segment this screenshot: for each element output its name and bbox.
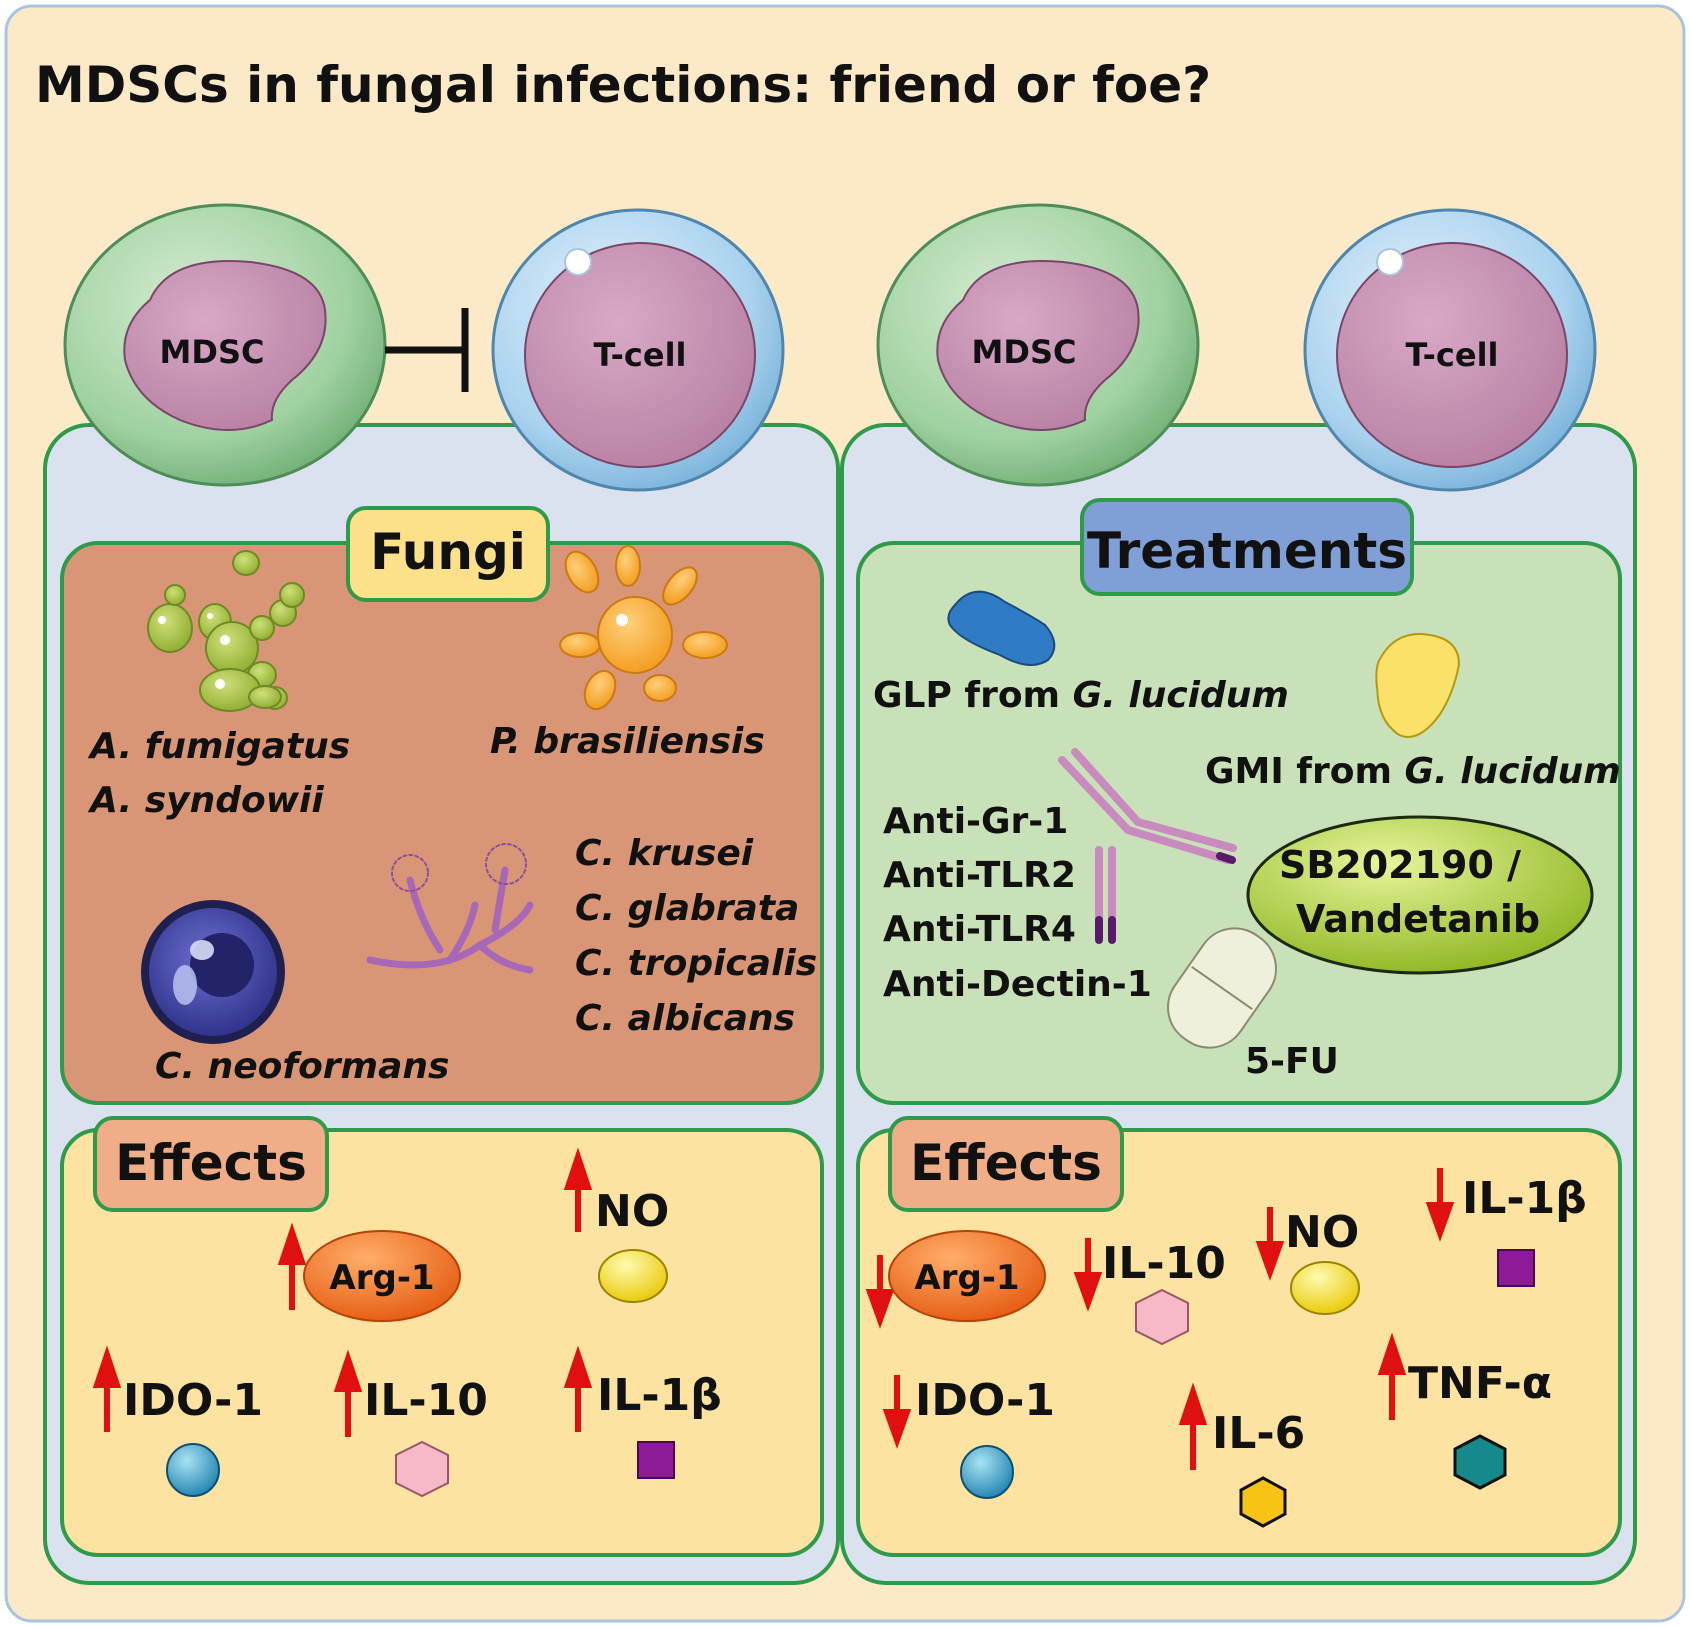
- fungus-a-syndowii: A. syndowii: [87, 780, 324, 821]
- left-il1b-label: IL-1β: [597, 1370, 722, 1421]
- left-il10-label: IL-10: [364, 1375, 488, 1426]
- right-ido1-shape: [960, 1445, 1014, 1499]
- fungus-c-albicans: C. albicans: [575, 998, 795, 1039]
- figure-title: MDSCs in fungal infections: friend or fo…: [35, 56, 1211, 114]
- left-panel: Fungi A. fumigatus A. syndowii: [43, 203, 840, 1585]
- right-no-shape: [1290, 1261, 1360, 1315]
- right-il6-label: IL-6: [1212, 1408, 1305, 1459]
- right-il10-label: IL-10: [1102, 1238, 1226, 1289]
- right-il1b-down-arrow: [1425, 1168, 1455, 1242]
- left-mdsc-label: MDSC: [160, 333, 265, 371]
- left-ido1-shape: [166, 1443, 220, 1497]
- cryptococcus-icon: [141, 900, 285, 1044]
- right-no-label: NO: [1285, 1207, 1359, 1258]
- left-effects-box: [60, 1128, 824, 1557]
- treatment-sb202190: SB202190 /: [1279, 843, 1521, 887]
- left-inhibition-symbol: [385, 308, 469, 392]
- fungi-title: Fungi: [370, 523, 526, 581]
- aspergillus-icon: [147, 550, 305, 712]
- left-no-up-arrow: [563, 1147, 593, 1232]
- right-no-down-arrow: [1255, 1207, 1285, 1281]
- candida-hyphae-icon: [366, 843, 534, 974]
- left-mdsc-cell: MDSC: [63, 203, 387, 487]
- left-il10-shape: [395, 1440, 449, 1498]
- left-ido1-up-arrow: [92, 1345, 122, 1432]
- left-arg1-label: Arg-1: [329, 1258, 434, 1298]
- fungus-c-neoformans: C. neoformans: [155, 1046, 449, 1087]
- fungus-p-brasiliensis: P. brasiliensis: [490, 721, 765, 762]
- treatment-anti-gr1: Anti-Gr-1: [883, 801, 1068, 842]
- right-effects-tab: [888, 1116, 1124, 1212]
- right-mdsc-label: MDSC: [972, 333, 1077, 371]
- left-il1b-up-arrow: [563, 1345, 593, 1432]
- glp-bean-icon: [947, 590, 1056, 666]
- treatment-anti-tlr4: Anti-TLR4: [883, 909, 1076, 950]
- treatment-anti-tlr2: Anti-TLR2: [883, 855, 1076, 896]
- treatments-tab: [1080, 498, 1414, 596]
- right-effects-title: Effects: [910, 1134, 1102, 1192]
- left-effects-title: Effects: [115, 1134, 307, 1192]
- treatment-anti-dectin1: Anti-Dectin-1: [883, 964, 1152, 1005]
- paracoccidioides-icon: [559, 545, 728, 711]
- left-il1b-shape: [637, 1441, 675, 1479]
- left-tcell-label: T-cell: [593, 336, 686, 374]
- pill-icon: [1167, 927, 1277, 1049]
- right-panel: Treatments GLP from G. lucidum GMI from …: [840, 203, 1637, 1585]
- fungus-c-krusei: C. krusei: [575, 833, 754, 874]
- gmi-bean-icon: [1375, 633, 1460, 738]
- right-il6-shape: [1239, 1476, 1287, 1528]
- left-effects-tab: [93, 1116, 329, 1212]
- right-arg1-shape: [888, 1230, 1046, 1322]
- right-il1b-shape: [1497, 1249, 1535, 1287]
- right-tcell: T-cell: [1303, 208, 1597, 492]
- left-no-shape: [598, 1249, 668, 1303]
- left-arg1-up-arrow: [277, 1222, 307, 1310]
- left-il10-up-arrow: [333, 1349, 363, 1437]
- antibody-icon: [1058, 748, 1237, 944]
- left-no-label: NO: [595, 1186, 669, 1237]
- left-ido1-label: IDO-1: [123, 1375, 263, 1426]
- treatment-glp: GLP from G. lucidum: [873, 675, 1289, 716]
- fungi-tab: [346, 506, 550, 602]
- sb-vandetanib-shape: [1246, 815, 1594, 975]
- right-il1b-label: IL-1β: [1462, 1173, 1587, 1224]
- right-tnfa-up-arrow: [1377, 1332, 1407, 1420]
- right-tcell-label: T-cell: [1405, 336, 1498, 374]
- right-tnfa-shape: [1453, 1434, 1507, 1490]
- right-tnfa-label: TNF-α: [1408, 1358, 1552, 1409]
- right-il6-up-arrow: [1178, 1382, 1208, 1470]
- left-arg1-shape: [303, 1230, 461, 1322]
- right-arg1-down-arrow: [865, 1255, 895, 1329]
- fungus-a-fumigatus: A. fumigatus: [87, 726, 350, 767]
- fungus-c-glabrata: C. glabrata: [575, 888, 799, 929]
- right-effects-box: [856, 1128, 1622, 1557]
- treatment-5fu: 5-FU: [1245, 1041, 1339, 1082]
- right-ido1-down-arrow: [882, 1375, 912, 1449]
- right-ido1-label: IDO-1: [915, 1375, 1055, 1426]
- left-tcell: T-cell: [491, 208, 785, 492]
- right-il10-down-arrow: [1073, 1238, 1103, 1312]
- treatment-vandetanib: Vandetanib: [1296, 897, 1540, 941]
- treatments-title: Treatments: [1087, 522, 1407, 580]
- right-arg1-label: Arg-1: [914, 1258, 1019, 1298]
- right-il10-shape: [1135, 1288, 1189, 1346]
- treatment-gmi: GMI from G. lucidum: [1205, 751, 1621, 792]
- fungus-c-tropicalis: C. tropicalis: [575, 943, 817, 984]
- right-mdsc-cell: MDSC: [876, 203, 1200, 487]
